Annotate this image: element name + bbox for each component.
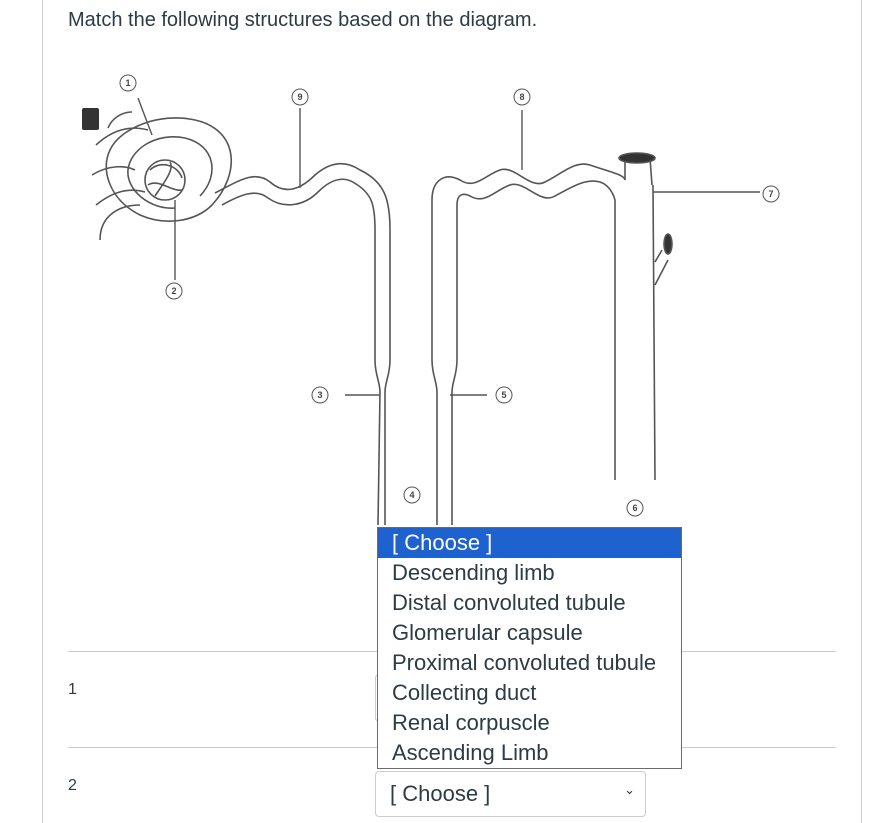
label-7: 7 [768, 189, 773, 199]
nephron-diagram: 1 2 3 4 5 6 7 8 9 [82, 74, 780, 526]
renal-corpuscle-drawing [91, 111, 232, 241]
dropdown-option[interactable]: Collecting duct [392, 680, 537, 705]
dropdown-option[interactable]: Renal corpuscle [392, 710, 550, 735]
match-select-2[interactable]: [ Choose ] ⌄ [375, 771, 646, 817]
label-6-circle [626, 499, 644, 517]
left-edge-tab [82, 108, 99, 130]
label-3: 3 [317, 390, 322, 400]
dropdown-option[interactable]: [ Choose ] [378, 528, 681, 558]
label-5-circle [495, 386, 513, 404]
dropdown-option[interactable]: Descending limb [392, 560, 555, 585]
select-dropdown-list[interactable]: [ Choose ] Descending limb Distal convol… [377, 527, 682, 769]
label-1: 1 [125, 78, 130, 88]
label-3-circle [311, 386, 329, 404]
tubule-drawing [214, 152, 673, 526]
chevron-down-icon: ⌄ [624, 782, 635, 797]
label-9-circle [291, 88, 309, 106]
question-prompt: Match the following structures based on … [68, 9, 538, 31]
row-number-1: 1 [68, 681, 77, 698]
label-2-circle [165, 282, 183, 300]
label-2: 2 [171, 286, 176, 296]
select-value: [ Choose ] [390, 781, 491, 806]
label-1-circle [119, 74, 137, 92]
label-9: 9 [297, 92, 302, 102]
leader-lines [137, 97, 760, 396]
dropdown-option[interactable]: Glomerular capsule [392, 620, 583, 645]
dropdown-option[interactable]: Ascending Limb [392, 740, 549, 765]
label-4: 4 [409, 490, 414, 500]
question-frame [42, 0, 862, 823]
label-5: 5 [501, 390, 506, 400]
dropdown-option[interactable]: Distal convoluted tubule [392, 590, 626, 615]
dropdown-option[interactable]: Proximal convoluted tubule [392, 650, 657, 675]
label-7-circle [762, 185, 780, 203]
label-6: 6 [632, 503, 637, 513]
label-4-circle [403, 486, 421, 504]
row-number-2: 2 [68, 777, 77, 794]
label-8-circle [513, 88, 531, 106]
label-8: 8 [519, 92, 524, 102]
